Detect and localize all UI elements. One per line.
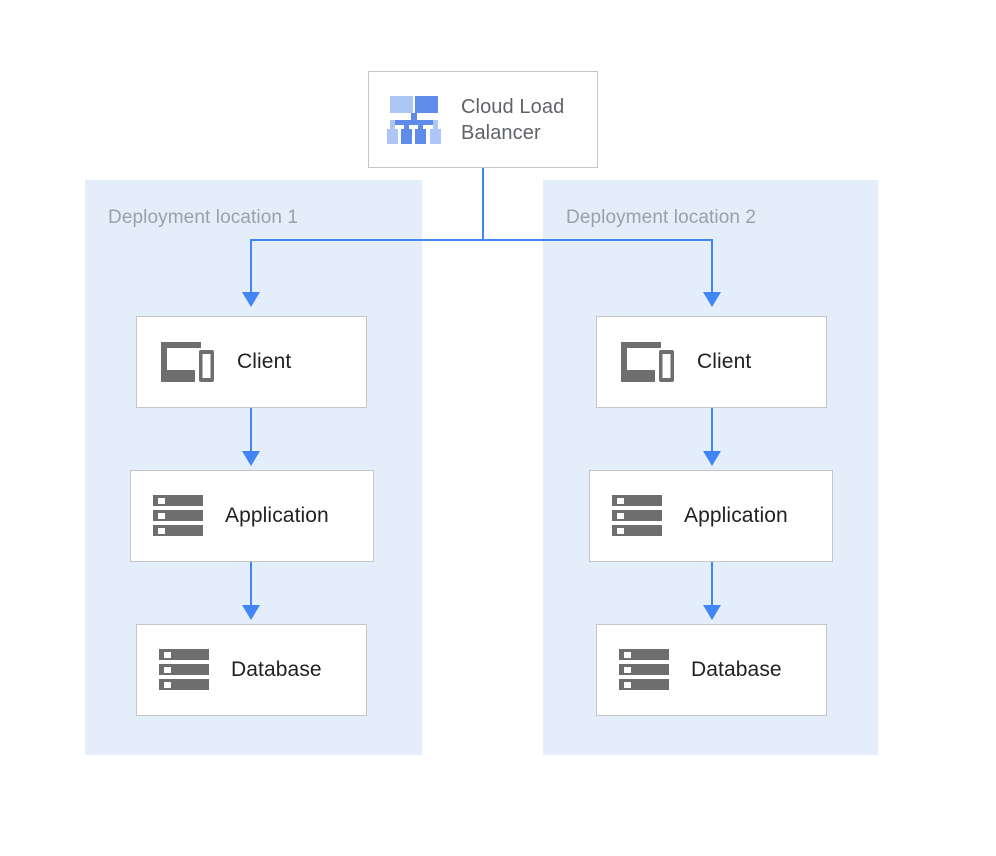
deployment-zone-1-label: Deployment location 1 [108, 207, 299, 228]
node-application-1[interactable]: Application [130, 470, 374, 562]
connector-lb-bus [250, 239, 713, 241]
arrowhead-application-1-to-database-1 [242, 605, 260, 620]
node-cloud-load-balancer-label: Cloud Load Balancer [461, 95, 565, 144]
server-icon [159, 648, 209, 692]
node-database-2[interactable]: Database [596, 624, 827, 716]
node-database-1[interactable]: Database [136, 624, 367, 716]
node-cloud-load-balancer[interactable]: Cloud Load Balancer [368, 71, 598, 168]
connector-application-2-to-database-2 [711, 562, 713, 609]
devices-icon [619, 340, 675, 384]
connector-lb-stem [482, 168, 484, 240]
connector-client-2-to-application-2 [711, 408, 713, 455]
connector-lb-to-client-1 [250, 239, 252, 296]
server-icon [153, 494, 203, 538]
arrowhead-application-2-to-database-2 [703, 605, 721, 620]
node-client-1-label: Client [237, 350, 292, 373]
arrowhead-lb-to-client-2 [703, 292, 721, 307]
arrowhead-client-2-to-application-2 [703, 451, 721, 466]
load-balancer-icon [387, 93, 441, 147]
node-client-2-label: Client [697, 350, 752, 373]
connector-client-1-to-application-1 [250, 408, 252, 455]
node-database-2-label: Database [691, 658, 782, 681]
node-client-1[interactable]: Client [136, 316, 367, 408]
server-icon [612, 494, 662, 538]
node-application-1-label: Application [225, 504, 329, 527]
arrowhead-client-1-to-application-1 [242, 451, 260, 466]
connector-lb-to-client-2 [711, 239, 713, 296]
server-icon [619, 648, 669, 692]
devices-icon [159, 340, 215, 384]
node-application-2[interactable]: Application [589, 470, 833, 562]
deployment-zone-2-label: Deployment location 2 [566, 207, 757, 228]
node-application-2-label: Application [684, 504, 788, 527]
node-client-2[interactable]: Client [596, 316, 827, 408]
node-database-1-label: Database [231, 658, 322, 681]
connector-application-1-to-database-1 [250, 562, 252, 609]
arrowhead-lb-to-client-1 [242, 292, 260, 307]
